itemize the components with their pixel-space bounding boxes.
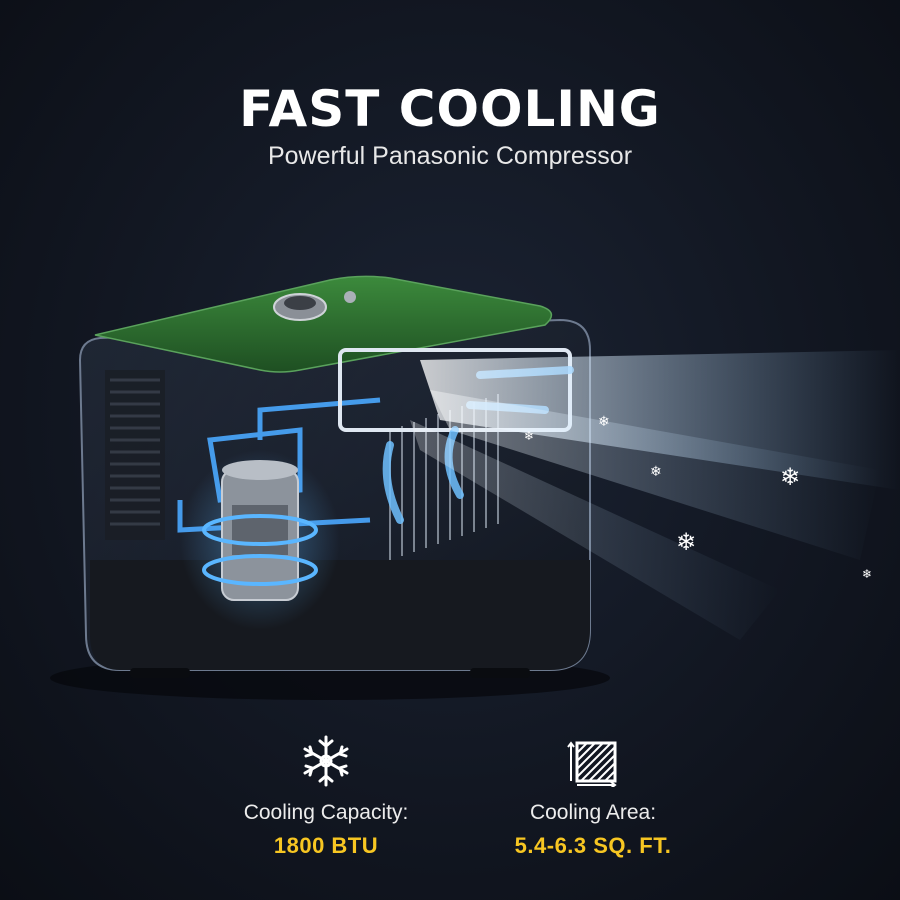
- svg-text:❄: ❄: [524, 429, 534, 443]
- svg-text:❄: ❄: [862, 567, 872, 581]
- spec-value: 1800 BTU: [273, 833, 379, 858]
- svg-text:❄: ❄: [676, 528, 696, 556]
- side-vent: [105, 370, 165, 540]
- compressor: [202, 460, 318, 601]
- cold-air-stream: [410, 350, 900, 640]
- page-title: FAST COOLING: [239, 80, 661, 138]
- snowflake-particles: ❄ ❄ ❄ ❄ ❄ ❄: [524, 414, 872, 581]
- spec-label: Cooling Area:: [529, 801, 657, 824]
- spec-value: 5.4-6.3 SQ. FT.: [514, 833, 672, 858]
- spec-cooling-area: Cooling Area: 5.4-6.3 SQ. FT.: [443, 735, 743, 859]
- foot-right: [470, 668, 530, 678]
- housing-base: [90, 560, 590, 670]
- spec-cooling-capacity: Cooling Capacity: 1800 BTU: [176, 735, 476, 859]
- svg-text:❄: ❄: [780, 463, 800, 491]
- area-icon: [567, 741, 617, 787]
- svg-text:❄: ❄: [650, 464, 662, 480]
- green-lid: [94, 275, 553, 373]
- indicator-light: [344, 291, 356, 303]
- foot-left: [130, 668, 190, 678]
- svg-text:❄: ❄: [598, 414, 610, 430]
- spec-label: Cooling Capacity:: [243, 801, 409, 824]
- page-subtitle: Powerful Panasonic Compressor: [267, 142, 633, 170]
- product-illustration: ❄ ❄ ❄ ❄ ❄ ❄: [50, 275, 900, 700]
- snowflake-icon: [303, 735, 349, 787]
